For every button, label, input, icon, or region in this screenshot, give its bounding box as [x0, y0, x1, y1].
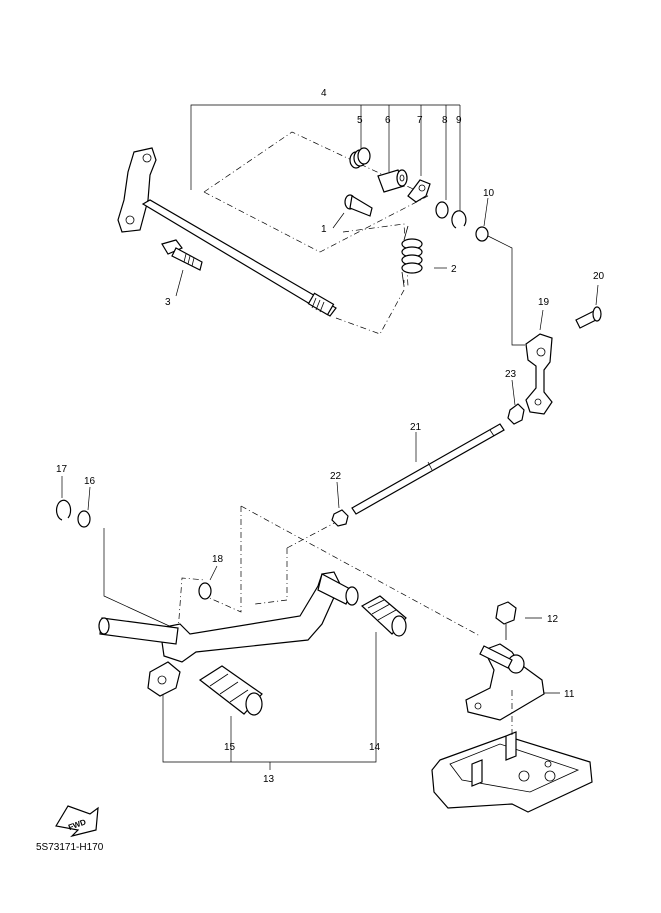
- callout-3: 3: [165, 297, 171, 308]
- pedal-rubber: [360, 595, 407, 637]
- bolt: [575, 306, 602, 329]
- drawing-code: 5S73171-H170: [36, 842, 104, 853]
- callout-23: 23: [505, 369, 517, 380]
- callout-4: 4: [321, 88, 327, 99]
- leader-lines: [61, 104, 599, 770]
- bolt: [495, 601, 517, 640]
- collar: [377, 169, 408, 193]
- washer: [475, 226, 489, 242]
- callout-9: 9: [456, 115, 462, 126]
- callout-2: 2: [451, 264, 457, 275]
- callout-17: 17: [56, 464, 68, 475]
- callout-22: 22: [330, 471, 342, 482]
- lever-plate: [407, 179, 431, 203]
- washer: [77, 510, 91, 528]
- callout-labels: 1 2 3 4 5 6 7 8 9 10 11 12 13 14 15 16 1…: [56, 88, 605, 832]
- callout-18: 18: [212, 554, 224, 565]
- callout-6: 6: [385, 115, 391, 126]
- circlip: [451, 210, 467, 229]
- callout-12: 12: [547, 614, 559, 625]
- shift-rod: [351, 423, 505, 515]
- washer: [435, 201, 449, 219]
- assembly-lines: [177, 131, 481, 637]
- shift-pedal-assembly: [98, 571, 359, 697]
- spring-small: [349, 147, 371, 169]
- callout-15: 15: [224, 742, 236, 753]
- shift-arm: [525, 333, 553, 415]
- shift-shaft-assembly: [117, 147, 337, 317]
- callout-7: 7: [417, 115, 423, 126]
- fwd-arrow: [55, 805, 99, 838]
- pedal-rubber: [198, 665, 263, 716]
- circlip: [55, 499, 72, 521]
- callout-21: 21: [410, 422, 422, 433]
- nut: [331, 509, 349, 527]
- torsion-spring: [401, 225, 423, 287]
- callout-11: 11: [564, 689, 575, 700]
- pedal-bracket: [465, 643, 545, 721]
- callout-19: 19: [538, 297, 550, 308]
- callout-10: 10: [483, 188, 495, 199]
- callout-8: 8: [442, 115, 448, 126]
- washer: [198, 582, 212, 600]
- callout-13: 13: [263, 774, 275, 785]
- bolt: [344, 194, 373, 217]
- frame-mount: [431, 690, 593, 813]
- nut: [507, 403, 525, 425]
- callout-5: 5: [357, 115, 363, 126]
- callout-16: 16: [84, 476, 96, 487]
- callout-1: 1: [321, 224, 327, 235]
- callout-14: 14: [369, 742, 381, 753]
- callout-20: 20: [593, 271, 605, 282]
